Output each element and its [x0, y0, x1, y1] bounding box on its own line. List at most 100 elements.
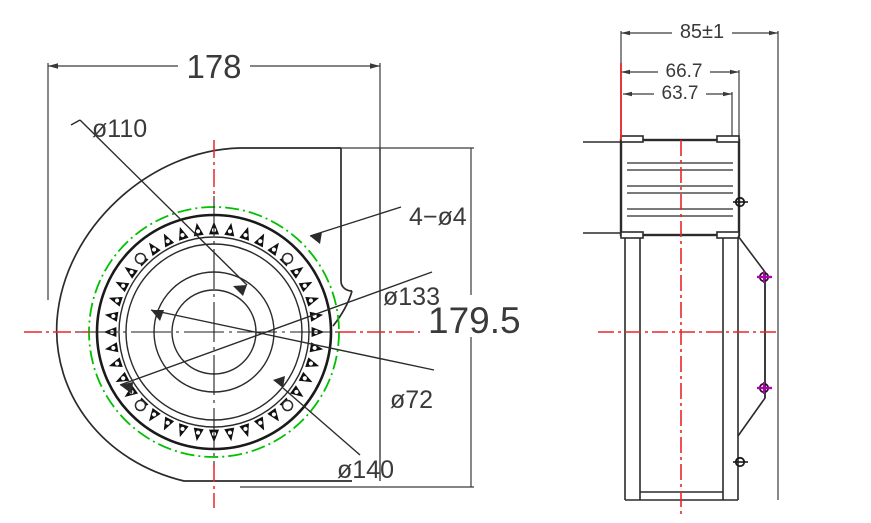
impeller-blade	[163, 233, 175, 248]
impeller-blade	[239, 423, 249, 438]
label-dia-140: ø140	[337, 456, 394, 484]
blade-relief	[227, 229, 233, 234]
scroll-housing	[55, 147, 381, 482]
arrow-110	[233, 285, 247, 296]
impeller-blade	[115, 281, 130, 293]
impeller-blade	[289, 267, 304, 279]
impeller-blade	[179, 423, 189, 438]
fastener-lower-bracket	[757, 382, 772, 394]
mounting-hole	[134, 399, 147, 412]
dimension-85: 85±1	[620, 18, 779, 500]
skirt-walls	[624, 238, 739, 500]
blade-relief	[114, 361, 120, 366]
arrow-178-left	[48, 63, 58, 69]
blade-relief	[308, 298, 314, 303]
body-outline	[619, 138, 741, 237]
blade-relief	[180, 232, 185, 238]
blade-relief	[312, 345, 317, 351]
blade-relief	[243, 426, 248, 432]
volute-outer-wall	[55, 147, 352, 482]
label-holes-4x4: 4−ø4	[409, 203, 467, 231]
blade-relief	[195, 229, 201, 234]
impeller-blade	[108, 357, 123, 367]
dimension-66-7: 66.7	[621, 58, 740, 140]
impeller-blade	[104, 342, 119, 353]
leader-133-line	[119, 271, 433, 386]
fastener-group	[733, 196, 772, 468]
arrow-133	[120, 382, 133, 394]
body-band-group	[627, 162, 733, 217]
blade-relief	[294, 270, 299, 275]
fastener-bottom	[733, 456, 748, 468]
impeller-blade	[193, 427, 204, 442]
blade-relief	[114, 298, 120, 303]
arrow-63-7-right	[723, 91, 732, 97]
blade-relief	[121, 283, 126, 288]
mounting-hole	[134, 252, 147, 265]
shoulder-tab-top-right	[716, 135, 740, 143]
blade-relief	[165, 420, 170, 425]
impeller-blade	[253, 416, 265, 431]
impeller-blade	[149, 242, 161, 257]
impeller-blade	[253, 233, 265, 248]
label-dia-72: ø72	[390, 386, 433, 414]
front-view: 178 179.5	[24, 48, 521, 508]
arrow-85-left	[621, 30, 630, 36]
dim-178-text-mask	[178, 50, 250, 82]
shoulder-tab-bottom-left	[620, 231, 644, 239]
impeller-blade	[305, 357, 320, 367]
blade-relief	[271, 412, 276, 417]
impeller-blade	[108, 297, 123, 307]
mounting-hole	[281, 252, 294, 265]
front-view-labels: ø110 4−ø4 ø133 ø72 ø140	[92, 115, 467, 484]
dim-63-7-text-mask	[654, 81, 706, 103]
blade-relief	[180, 426, 185, 432]
impeller-blade	[289, 385, 304, 397]
blade-relief	[271, 247, 276, 252]
blade-relief	[121, 376, 126, 381]
impeller-blade	[298, 371, 313, 383]
dimension-179-5: 179.5	[240, 147, 521, 488]
impeller-blade	[179, 226, 189, 241]
arrow-4x4	[310, 232, 322, 244]
impeller-blade	[305, 297, 320, 307]
front-view-leaders	[70, 119, 435, 456]
fastener-upper-body	[733, 196, 748, 208]
leader-110-tick	[70, 119, 81, 126]
blade-relief	[111, 313, 116, 319]
side-view: 85±1 66.7 63.7	[583, 18, 779, 515]
arrow-66-7-right	[730, 69, 739, 75]
blade-relief	[129, 270, 134, 275]
side-view-body	[583, 63, 778, 515]
impeller-blade	[298, 281, 313, 293]
impeller-blade	[224, 427, 235, 442]
dim-179-5-text-mask	[424, 295, 520, 337]
blade-relief	[111, 345, 116, 351]
arrow-66-7-left	[621, 69, 630, 75]
blade-relief	[227, 430, 233, 435]
impeller-blade	[104, 311, 119, 322]
impeller-blade	[115, 371, 130, 383]
label-dia-110: ø110	[92, 115, 147, 143]
blade-relief	[165, 239, 170, 244]
blade-relief	[152, 412, 157, 417]
volute-cutoff-tongue	[332, 290, 353, 327]
arrow-72	[151, 310, 164, 321]
dim-85-text-mask	[672, 18, 732, 42]
dim-63-7-text: 63.7	[662, 83, 699, 104]
blade-relief	[195, 430, 201, 435]
blade-relief	[302, 376, 307, 381]
impeller-blade	[224, 222, 235, 237]
volute-outlet-inner-edge	[340, 148, 353, 292]
arrow-178-right	[370, 63, 380, 69]
blade-relief	[294, 389, 299, 394]
impeller-blade	[193, 222, 204, 237]
impeller-blade	[267, 242, 279, 257]
blade-relief	[258, 239, 263, 244]
impeller-blade	[149, 407, 161, 422]
dim-178-text: 178	[186, 48, 241, 85]
shoulder-tab-bottom-right	[716, 231, 740, 239]
shoulder-tab-top-left	[620, 135, 644, 143]
